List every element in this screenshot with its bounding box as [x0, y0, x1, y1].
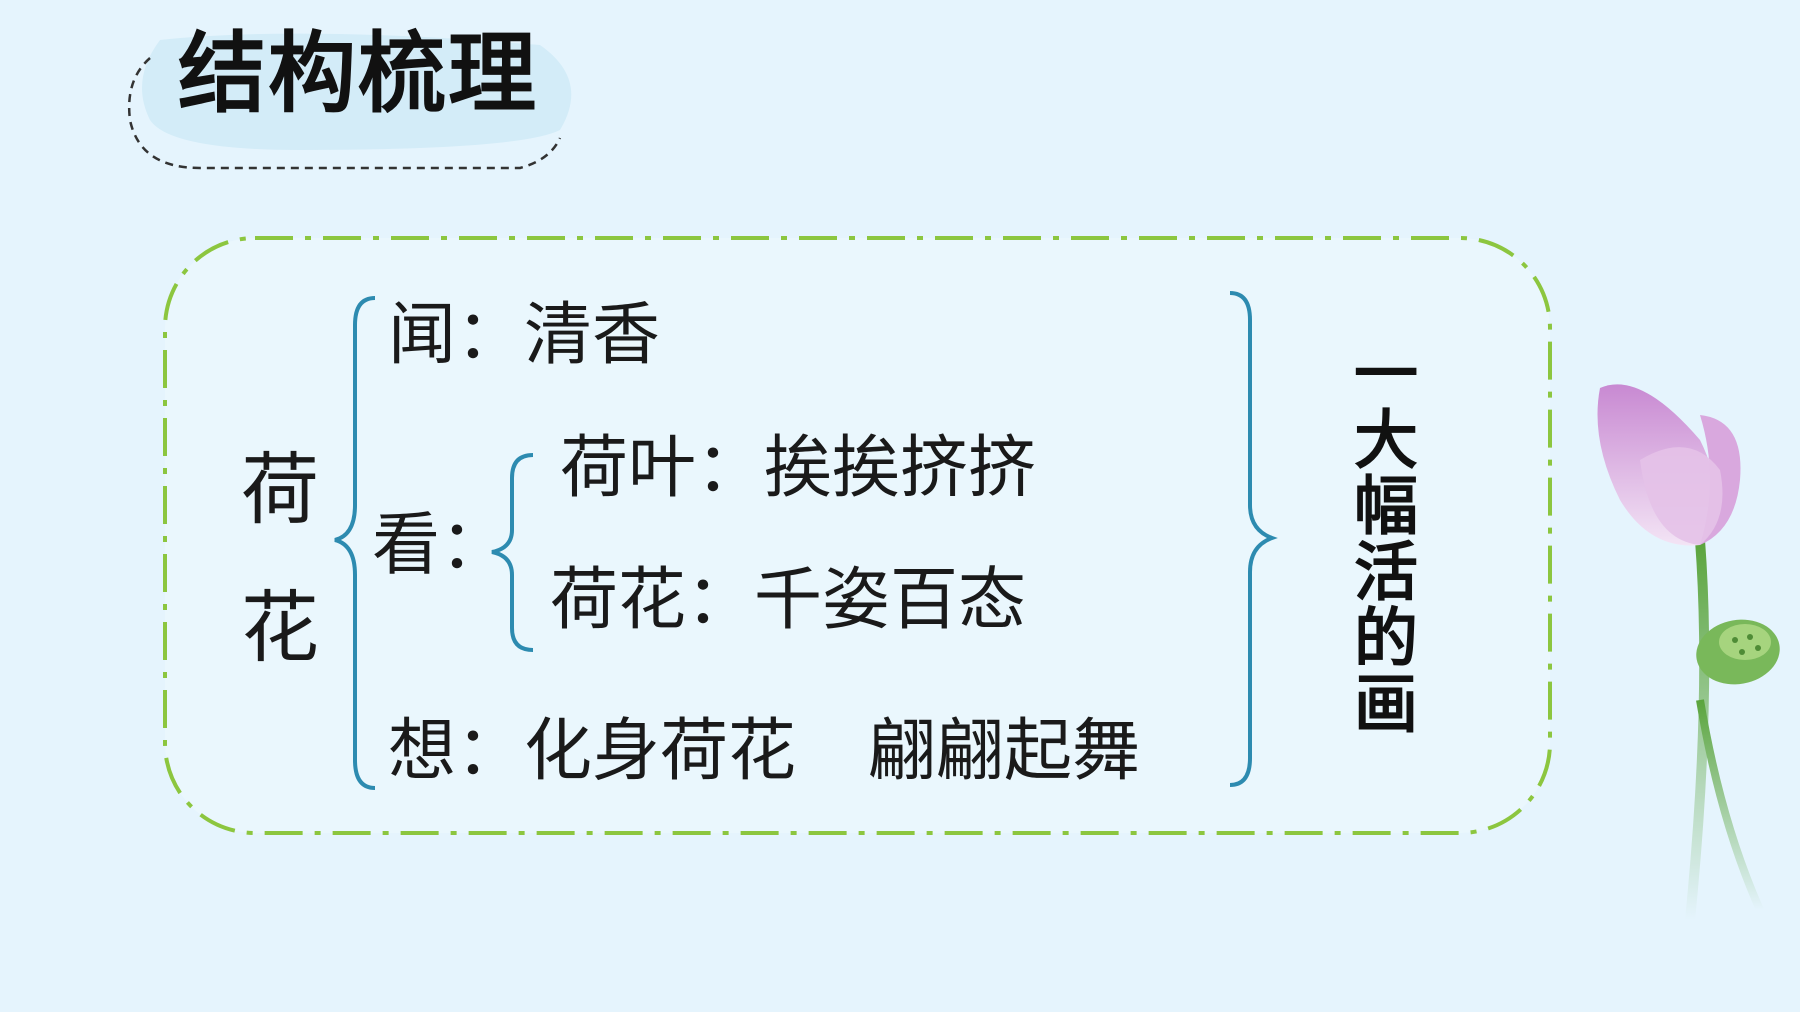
branch-smell-text: 清香: [524, 296, 661, 375]
branch-imagine-text: 化身荷花: [524, 712, 797, 791]
right-brace: [1229, 291, 1278, 787]
page-title: 结构梳理: [178, 22, 539, 125]
branch-smell: 闻：清香: [388, 302, 660, 370]
main-brace: [334, 296, 376, 790]
look-brace: [491, 453, 534, 652]
look-item-leaves-label: 荷叶：: [560, 429, 765, 508]
summary-text: 一大幅活的画: [1343, 340, 1417, 736]
branch-imagine-text2: 翩翩起舞: [868, 712, 1141, 791]
branch-look-label: 看：: [372, 506, 509, 585]
branch-smell-label: 闻：: [388, 296, 525, 375]
title-bubble: [128, 33, 572, 170]
look-item-flowers-label: 荷花：: [550, 561, 755, 640]
look-item-leaves-text: 挨挨挤挤: [764, 429, 1037, 508]
root-node: 荷花: [228, 448, 318, 724]
look-item-flowers: 荷花：千姿百态: [550, 567, 1026, 635]
branch-imagine: 想：化身荷花翩翩起舞: [388, 718, 1140, 786]
branch-imagine-label: 想：: [388, 712, 525, 791]
look-item-flowers-text: 千姿百态: [754, 561, 1027, 640]
look-item-leaves: 荷叶：挨挨挤挤: [560, 435, 1036, 503]
